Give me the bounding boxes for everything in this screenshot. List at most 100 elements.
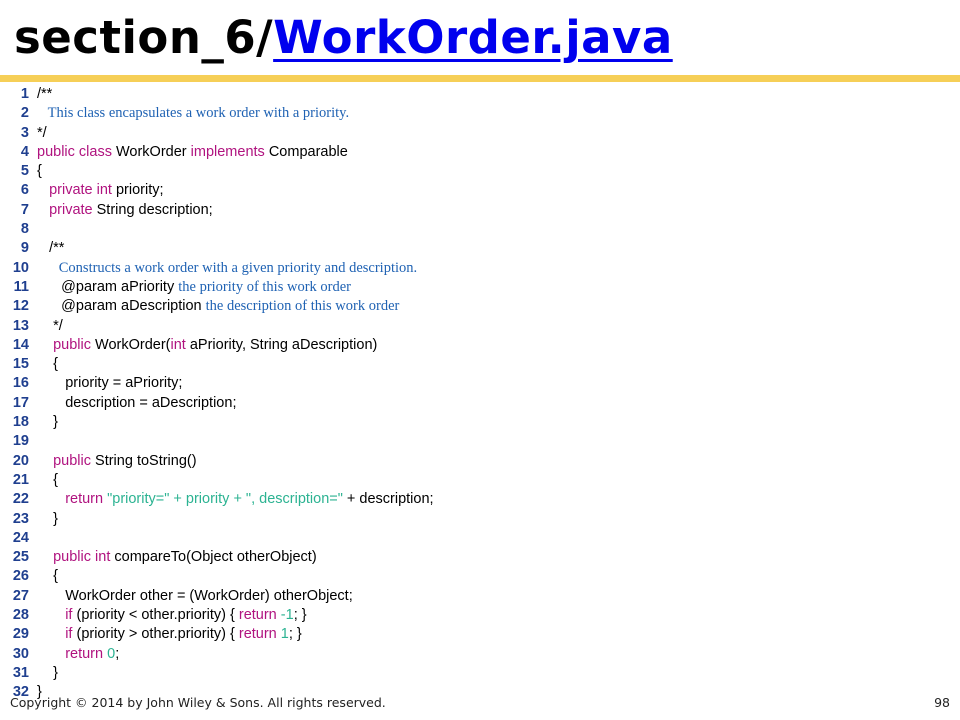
file-link[interactable]: WorkOrder.java	[273, 11, 673, 64]
code-line: 16 priority = aPriority;	[0, 374, 960, 393]
code-line: 14 public WorkOrder(int aPriority, Strin…	[0, 336, 960, 355]
code-token: public class	[37, 143, 116, 160]
line-number: 18	[12, 414, 29, 431]
title-divider	[0, 75, 960, 82]
title-prefix: section_6/	[14, 11, 274, 64]
code-token: private int	[37, 182, 116, 199]
line-number: 12	[12, 298, 29, 315]
line-number: 23	[12, 510, 29, 527]
line-number: 27	[12, 587, 29, 604]
code-token: {	[37, 471, 58, 488]
code-text: @param aDescription the description of t…	[37, 297, 399, 316]
code-token: {	[37, 568, 58, 585]
code-token: }	[37, 510, 58, 527]
code-text: {	[37, 471, 58, 490]
code-token: WorkOrder(	[95, 336, 171, 353]
code-line: 6 private int priority;	[0, 181, 960, 200]
line-number: 6	[20, 182, 29, 199]
code-text: */	[37, 124, 47, 143]
code-token: public	[37, 452, 96, 469]
code-line: 28 if (priority < other.priority) { retu…	[0, 606, 960, 625]
page-number: 98	[934, 695, 950, 710]
code-token: return	[37, 491, 108, 508]
code-text: public class WorkOrder implements Compar…	[37, 143, 348, 162]
code-line: 22 return "priority=" + priority + ", de…	[0, 490, 960, 509]
code-text: return 0;	[37, 645, 119, 664]
code-token: aPriority, String aDescription)	[189, 336, 378, 353]
line-number: 7	[20, 201, 29, 218]
code-text: /**	[37, 239, 64, 258]
code-token: compareTo(Object otherObject)	[114, 549, 317, 566]
code-token: private	[37, 201, 97, 218]
code-token: WorkOrder other = (WorkOrder) otherObjec…	[37, 587, 353, 604]
code-token: return	[37, 645, 108, 662]
code-token: }	[37, 684, 42, 701]
code-token: This class encapsulates a work order wit…	[37, 105, 350, 122]
code-token: WorkOrder	[115, 143, 191, 160]
line-number: 1	[20, 86, 29, 102]
code-text: }	[37, 510, 58, 529]
code-line: 18 }	[0, 413, 960, 432]
line-number: 31	[12, 664, 29, 681]
line-number: 14	[12, 336, 29, 353]
code-line: 20 public String toString()	[0, 452, 960, 471]
line-number: 10	[12, 259, 29, 276]
line-number: 19	[12, 433, 29, 450]
line-number: 28	[12, 607, 29, 624]
code-token: {	[37, 356, 58, 373]
code-token: 1	[280, 626, 289, 643]
slide-title: section_6/WorkOrder.java	[14, 6, 673, 70]
code-text: {	[37, 567, 58, 586]
code-text: public WorkOrder(int aPriority, String a…	[37, 336, 377, 355]
code-line: 3 */	[0, 124, 960, 143]
line-number: 2	[20, 105, 29, 122]
line-number: 24	[12, 529, 29, 546]
code-token: public	[37, 336, 96, 353]
line-number: 26	[12, 568, 29, 585]
code-token: ;	[115, 645, 120, 662]
code-token: Constructs a work order with a given pri…	[37, 259, 418, 276]
line-number: 22	[12, 491, 29, 508]
code-token: return	[238, 626, 281, 643]
code-token: ; }	[288, 626, 302, 643]
code-text: @param aPriority the priority of this wo…	[37, 278, 351, 297]
code-text: public int compareTo(Object otherObject)	[37, 548, 317, 567]
code-token: + description;	[342, 491, 434, 508]
code-token: Comparable	[268, 143, 348, 160]
code-text: if (priority > other.priority) { return …	[37, 625, 302, 644]
line-number: 4	[20, 143, 29, 160]
code-text: private String description;	[37, 201, 213, 220]
code-line: 24	[0, 529, 960, 548]
code-token: return	[238, 607, 281, 624]
line-number: 3	[20, 124, 29, 141]
code-token: int	[170, 336, 190, 353]
code-line: 15 {	[0, 355, 960, 374]
code-text: priority = aPriority;	[37, 374, 182, 393]
code-token: implements	[190, 143, 269, 160]
line-number: 25	[12, 549, 29, 566]
line-number: 29	[12, 626, 29, 643]
line-number: 11	[13, 278, 29, 295]
code-line: 19	[0, 432, 960, 451]
line-number: 20	[12, 452, 29, 469]
code-line: 29 if (priority > other.priority) { retu…	[0, 625, 960, 644]
code-token: {	[37, 163, 42, 180]
code-text: return "priority=" + priority + ", descr…	[37, 490, 434, 509]
code-token: description = aDescription;	[37, 394, 237, 411]
code-text: public String toString()	[37, 452, 197, 471]
code-line: 27 WorkOrder other = (WorkOrder) otherOb…	[0, 587, 960, 606]
code-line: 17 description = aDescription;	[0, 394, 960, 413]
code-text: {	[37, 355, 58, 374]
code-token: String toString()	[95, 452, 197, 469]
code-listing: 1 /** 2 This class encapsulates a work ord…	[0, 85, 960, 703]
code-line: 2 This class encapsulates a work order w…	[0, 104, 960, 123]
code-line: 26 {	[0, 567, 960, 586]
code-text: {	[37, 162, 42, 181]
code-token: @param aPriority	[37, 278, 179, 295]
code-token: */	[37, 317, 63, 334]
code-line: 32}	[0, 683, 960, 702]
code-line: 5{	[0, 162, 960, 181]
code-text: }	[37, 683, 42, 702]
code-token: (priority < other.priority) {	[76, 607, 239, 624]
line-number: 16	[12, 375, 29, 392]
